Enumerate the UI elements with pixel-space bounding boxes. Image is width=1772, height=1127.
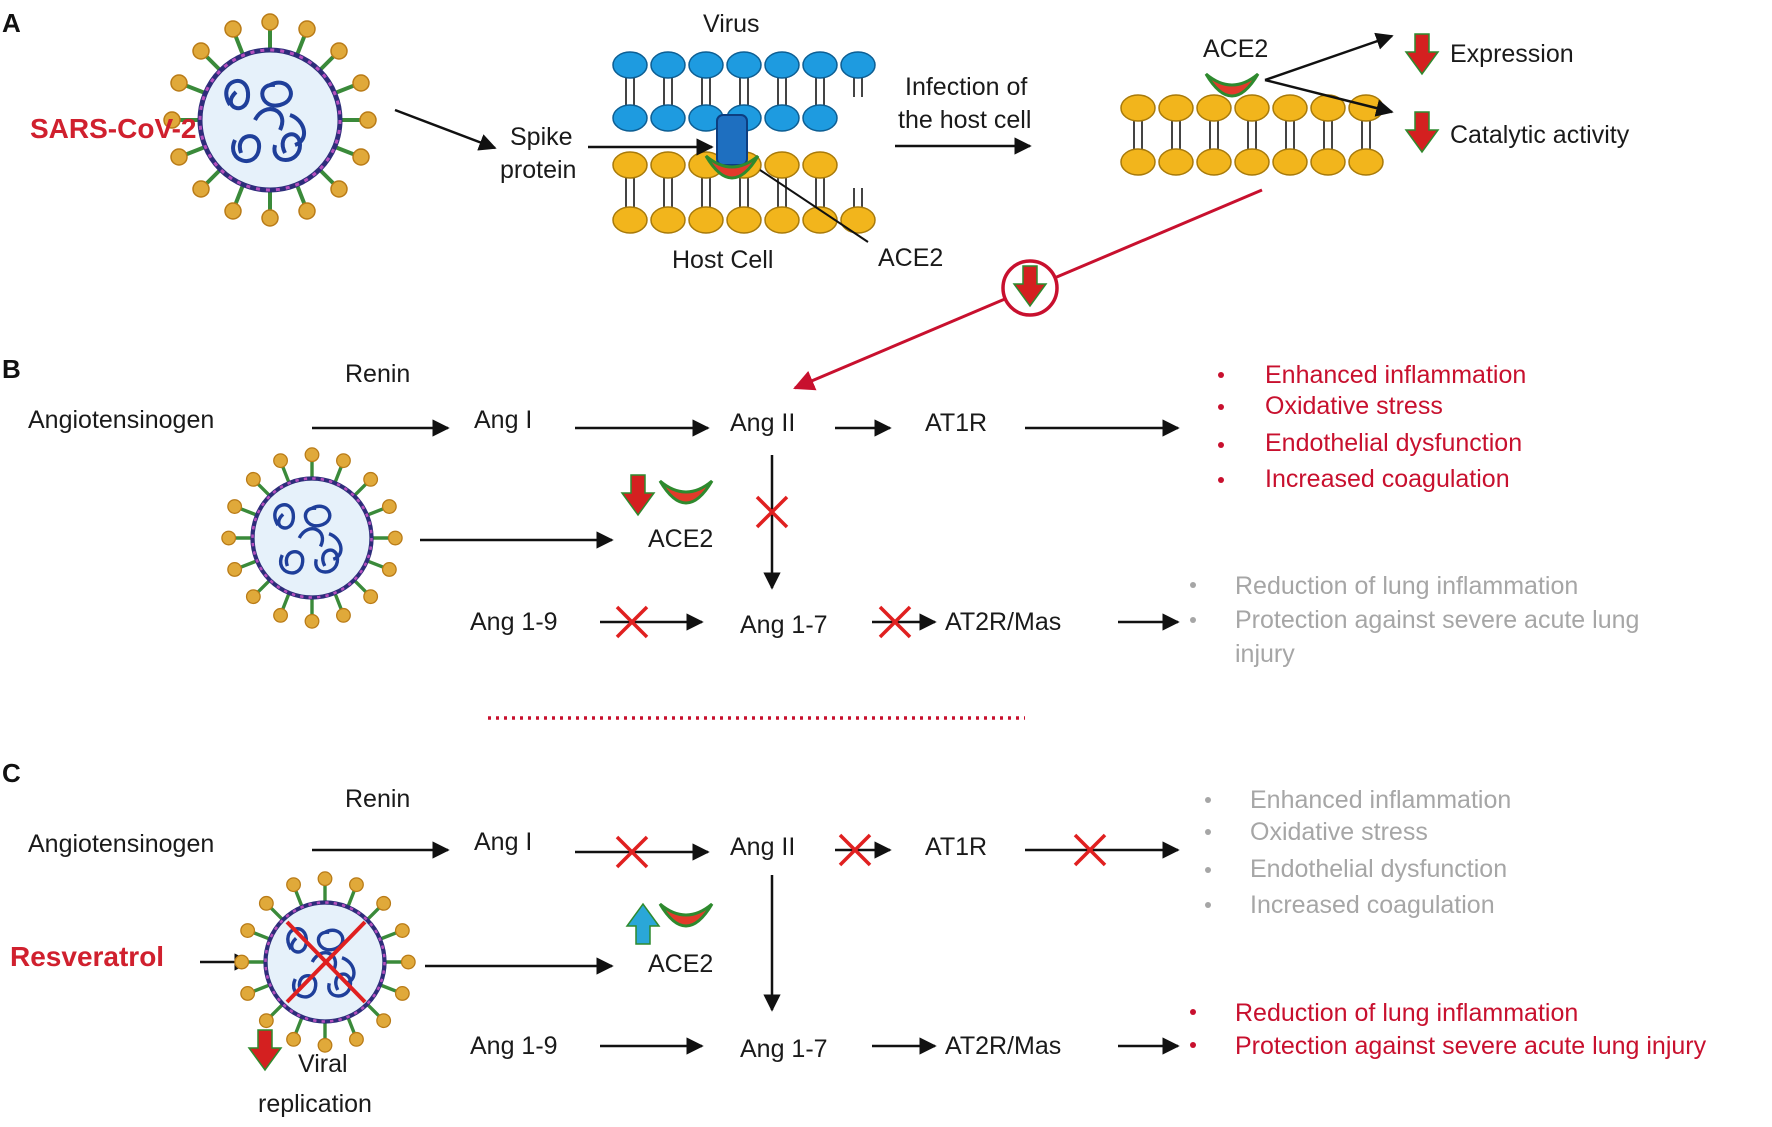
c-effect-2: Oxidative stress — [1250, 818, 1428, 846]
b-ace2-down-arrow-icon — [621, 474, 655, 516]
b-ace2-label: ACE2 — [648, 525, 713, 553]
b-ang2-label: Ang II — [730, 409, 795, 437]
c-effect-1: Enhanced inflammation — [1250, 786, 1511, 814]
spike-label-2: protein — [500, 156, 576, 184]
b-at1r-label: AT1R — [925, 409, 987, 437]
host-cell-label: Host Cell — [672, 246, 773, 274]
c-good-effects-list: Reduction of lung inflammation Protectio… — [1190, 999, 1707, 1060]
c-effect-4: Increased coagulation — [1250, 891, 1495, 919]
c-ace2-label: ACE2 — [648, 950, 713, 978]
virus-label: Virus — [703, 10, 760, 38]
ace2-label: ACE2 — [878, 244, 943, 272]
c-angiotensinogen-label: Angiotensinogen — [28, 830, 214, 858]
expression-label: Expression — [1450, 40, 1574, 68]
c-ace2-up-arrow-icon — [626, 903, 660, 945]
b-good-effect-2: Protection against severe acute lung — [1235, 606, 1639, 634]
ace2-top-label: ACE2 — [1203, 35, 1268, 63]
replication-label: replication — [258, 1090, 372, 1118]
infection-label-1: Infection of — [905, 73, 1027, 101]
c-at1r-label: AT1R — [925, 833, 987, 861]
viral-label: Viral — [298, 1050, 348, 1078]
c-renin-label: Renin — [345, 785, 410, 813]
c-ang19-label: Ang 1-9 — [470, 1032, 558, 1060]
b-good-effects-list: Reduction of lung inflammation Protectio… — [1190, 572, 1639, 668]
c-ace2-cup-icon — [658, 902, 714, 928]
b-ang17-label: Ang 1-7 — [740, 611, 828, 639]
b-at2r-label: AT2R/Mas — [945, 608, 1061, 636]
arrow-virus-to-spike — [394, 108, 497, 151]
c-virus-cross-icon — [285, 920, 367, 1004]
b-effect-4: Increased coagulation — [1265, 465, 1510, 493]
b-bad-effects-list: Enhanced inflammation Oxidative stress E… — [1218, 361, 1526, 493]
panel-b-label: B — [2, 354, 21, 384]
c-good-effect-2: Protection against severe acute lung inj… — [1235, 1032, 1707, 1060]
b-virus-icon — [222, 448, 402, 628]
b-good-effect-1: Reduction of lung inflammation — [1235, 572, 1578, 600]
arrow-to-catalytic — [1264, 78, 1394, 117]
c-effect-3: Endothelial dysfunction — [1250, 855, 1507, 883]
expression-down-arrow-icon — [1405, 33, 1439, 75]
resveratrol-label: Resveratrol — [10, 941, 164, 972]
viral-replication-down-arrow-icon — [248, 1029, 282, 1071]
panel-c-label: C — [2, 758, 21, 788]
b-effect-3: Endothelial dysfunction — [1265, 429, 1522, 457]
c-ang2-label: Ang II — [730, 833, 795, 861]
b-good-effect-3: injury — [1235, 640, 1295, 668]
c-bad-effects-list: Enhanced inflammation Oxidative stress E… — [1205, 786, 1511, 919]
panel-a-label: A — [2, 8, 21, 38]
spike-label-1: Spike — [510, 123, 573, 151]
b-effect-1: Enhanced inflammation — [1265, 361, 1526, 389]
catalytic-down-arrow-icon — [1405, 111, 1439, 153]
infection-label-2: the host cell — [898, 106, 1031, 134]
spike-protein-icon — [716, 114, 748, 166]
c-ang1-label: Ang I — [474, 828, 532, 856]
b-ace2-cup-icon — [658, 479, 714, 505]
b-effect-2: Oxidative stress — [1265, 392, 1443, 420]
infected-cell-membrane — [1120, 94, 1384, 176]
b-renin-label: Renin — [345, 360, 410, 388]
b-angiotensinogen-label: Angiotensinogen — [28, 406, 214, 434]
c-good-effect-1: Reduction of lung inflammation — [1235, 999, 1578, 1027]
catalytic-label: Catalytic activity — [1450, 121, 1630, 149]
ace2-pointer — [759, 169, 869, 243]
arrow-to-expression — [1264, 32, 1394, 82]
c-at2r-label: AT2R/Mas — [945, 1032, 1061, 1060]
ace2-top-icon — [1204, 72, 1260, 98]
c-ang17-label: Ang 1-7 — [740, 1035, 828, 1063]
b-ang19-label: Ang 1-9 — [470, 608, 558, 636]
sars-cov-2-label: SARS-CoV-2 — [30, 113, 196, 144]
b-ang1-label: Ang I — [474, 406, 532, 434]
